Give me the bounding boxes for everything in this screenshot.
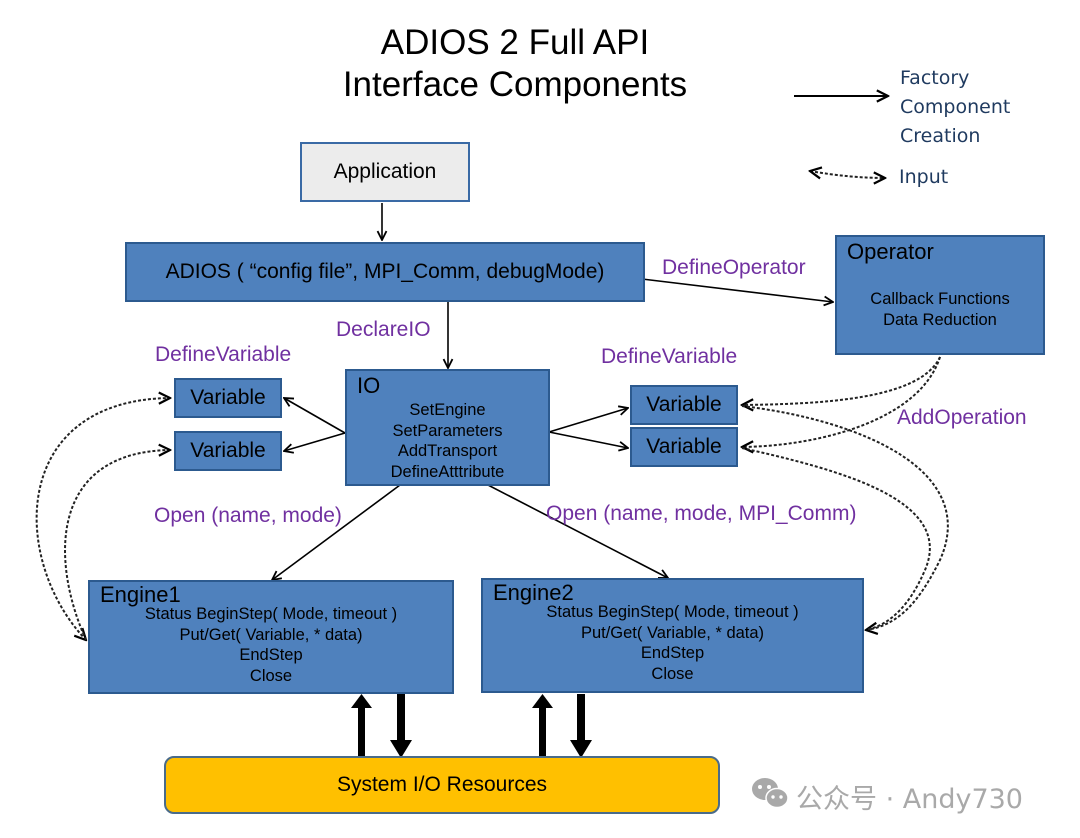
engine2-details: Status BeginStep( Mode, timeout ) Put/Ge… — [483, 602, 862, 684]
engine1-details: Status BeginStep( Mode, timeout ) Put/Ge… — [90, 604, 452, 686]
variable-node-left-1: Variable — [174, 378, 282, 418]
legend-solid-label-2: Component — [900, 96, 1011, 118]
engine2-line-1: Status BeginStep( Mode, timeout ) — [546, 603, 799, 621]
variable-label: Variable — [646, 435, 722, 458]
dotted-operator-var-right-2 — [742, 356, 941, 447]
edge-io-var-left-1 — [284, 398, 346, 434]
io-arrows — [351, 694, 592, 758]
edge-io-var-left-2 — [284, 432, 346, 451]
application-node: Application — [300, 142, 470, 202]
label-declare-io: DeclareIO — [336, 318, 431, 341]
legend-solid-label-1: Factory — [900, 67, 970, 89]
application-label: Application — [333, 160, 437, 183]
wechat-icon — [750, 775, 790, 811]
adios-label: ADIOS ( “config file”, MPI_Comm, debugMo… — [165, 260, 605, 283]
io-line-2: SetParameters — [392, 421, 503, 440]
operator-title: Operator — [847, 239, 934, 264]
operator-line-2: Data Reduction — [883, 310, 997, 329]
variable-node-right-1: Variable — [630, 385, 738, 425]
legend-dotted-arrow — [810, 171, 885, 178]
engine2-line-4: Close — [651, 664, 694, 683]
edge-open-engine1 — [272, 484, 401, 580]
engine1-line-4: Close — [249, 666, 293, 685]
edge-io-var-right-2 — [548, 431, 628, 448]
adios-node: ADIOS ( “config file”, MPI_Comm, debugMo… — [125, 242, 645, 302]
io-title: IO — [357, 373, 381, 398]
io-node: IO SetEngine SetParameters AddTransport … — [345, 369, 550, 486]
variable-label: Variable — [646, 393, 722, 416]
label-open-engine2: Open (name, mode, MPI_Comm) — [546, 502, 857, 525]
engine1-line-1: Status BeginStep( Mode, timeout ) — [144, 605, 398, 623]
io-line-1: SetEngine — [409, 401, 486, 419]
dotted-operator-var-right-1 — [742, 356, 941, 405]
label-define-variable-right: DefineVariable — [601, 345, 738, 368]
label-define-variable-left: DefineVariable — [155, 343, 292, 366]
edge-define-operator — [641, 278, 833, 302]
engine1-title: Engine1 — [100, 582, 181, 607]
variable-label: Variable — [190, 386, 266, 409]
label-add-operation: AddOperation — [897, 406, 1027, 429]
label-open-engine1: Open (name, mode) — [154, 504, 342, 527]
engine1-line-2: Put/Get( Variable, * data) — [179, 625, 363, 644]
io-line-4: DefineAtttribute — [390, 462, 505, 481]
io-details: SetEngine SetParameters AddTransport Def… — [347, 400, 548, 482]
legend-dotted-label: Input — [899, 166, 949, 188]
edge-open-engine2 — [487, 484, 668, 578]
system-io-label: System I/O Resources — [336, 773, 548, 796]
label-define-operator: DefineOperator — [662, 256, 806, 279]
operator-details: Callback Functions Data Reduction — [837, 289, 1043, 330]
engine1-line-3: EndStep — [239, 646, 303, 664]
engine2-line-2: Put/Get( Variable, * data) — [580, 623, 765, 642]
variable-label: Variable — [190, 439, 266, 462]
variable-node-right-2: Variable — [630, 427, 738, 467]
variable-node-left-2: Variable — [174, 431, 282, 471]
io-line-3: AddTransport — [397, 442, 498, 460]
diagram-title-line2: Interface Components — [342, 65, 688, 104]
engine2-line-3: EndStep — [640, 644, 705, 662]
operator-line-1: Callback Functions — [870, 290, 1010, 308]
diagram-title-line1: ADIOS 2 Full API — [380, 23, 650, 62]
engine1-node: Engine1 Status BeginStep( Mode, timeout … — [88, 580, 454, 694]
legend-solid-label-3: Creation — [900, 125, 981, 147]
system-io-node: System I/O Resources — [164, 756, 720, 814]
operator-node: Operator Callback Functions Data Reducti… — [835, 235, 1045, 355]
engine2-node: Engine2 Status BeginStep( Mode, timeout … — [481, 578, 864, 693]
edge-io-var-right-1 — [548, 408, 628, 433]
watermark-text: 公众号 · Andy730 — [796, 784, 1023, 815]
engine2-title: Engine2 — [493, 580, 574, 605]
